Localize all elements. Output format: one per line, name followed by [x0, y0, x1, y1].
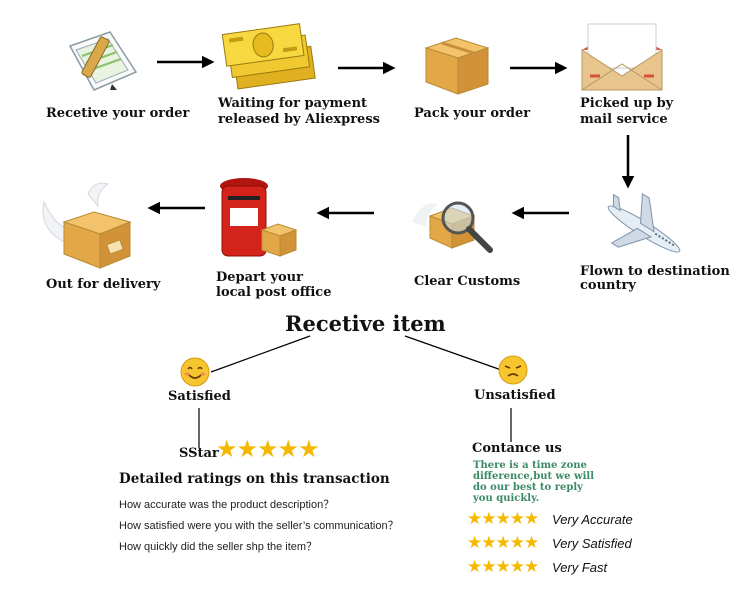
- order-form-icon: [68, 31, 138, 91]
- step-depart-line2: local post office: [216, 285, 332, 300]
- step-clear-customs: Clear Customs: [414, 274, 521, 289]
- magnifier-icon: [412, 201, 493, 253]
- rating-question: How quickly did the seller shp the item？: [119, 541, 318, 553]
- money-icon: [221, 23, 316, 90]
- step-receive-order: Recetive your order: [46, 106, 190, 121]
- time-zone-note-line: do our best to reply: [473, 482, 583, 493]
- detailed-ratings-title: Detailed ratings on this transaction: [119, 471, 390, 487]
- step-flown-line2: country: [580, 278, 636, 293]
- unsatisfied-label: Unsatisfied: [474, 388, 556, 403]
- winged-box-icon: [42, 182, 132, 269]
- receive-item-heading: Recetive item: [285, 311, 446, 336]
- step-out-delivery: Out for delivery: [46, 277, 161, 292]
- step-depart-line1: Depart your: [216, 270, 303, 285]
- five-star-rating: ★★★★★: [467, 509, 539, 529]
- step-picked-up-line2: mail service: [580, 112, 668, 127]
- time-zone-note-line: difference,but we will: [473, 471, 595, 482]
- rating-question: How satisfied were you with the seller’s…: [119, 520, 399, 532]
- unhappy-face-icon: [498, 355, 528, 385]
- step-picked-up-line1: Picked up by: [580, 96, 674, 111]
- box-icon: [424, 37, 490, 95]
- contact-us: Contance us: [472, 441, 562, 456]
- step-flown-line1: Flown to destination: [580, 264, 730, 279]
- smiley-icon: [180, 357, 210, 387]
- post-box-icon: [220, 178, 298, 257]
- five-star-rating: ★★★★★: [216, 435, 320, 463]
- envelope-icon: [581, 23, 663, 91]
- rating-text: Very Accurate: [552, 512, 633, 527]
- rating-text: Very Satisfied: [552, 536, 632, 551]
- airplane-icon: [607, 192, 681, 253]
- rating-question: How accurate was the product description…: [119, 499, 335, 511]
- five-star-rating: ★★★★★: [467, 557, 539, 577]
- step-waiting-payment-line2: released by Aliexpress: [218, 112, 380, 127]
- step-pack-order: Pack your order: [414, 106, 531, 121]
- rating-text: Very Fast: [552, 560, 608, 575]
- five-star-rating: ★★★★★: [467, 533, 539, 553]
- star-label: SStar: [179, 446, 219, 461]
- time-zone-note-line: There is a time zone: [473, 460, 587, 471]
- satisfied-label: Satisfied: [168, 389, 231, 404]
- step-waiting-payment-line1: Waiting for payment: [218, 96, 368, 111]
- time-zone-note-line: you quickly.: [473, 493, 540, 504]
